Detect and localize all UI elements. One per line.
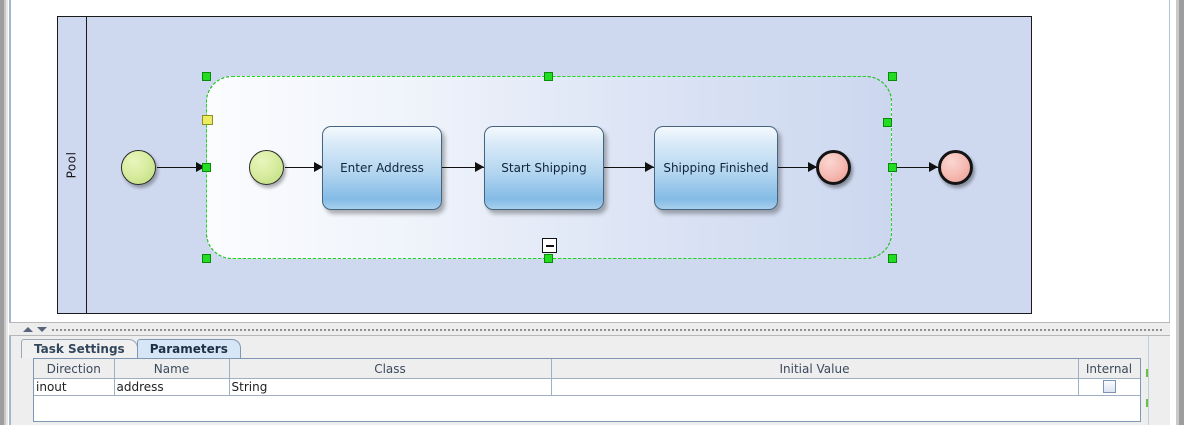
resize-handle-middle-right[interactable] <box>888 163 897 172</box>
resize-handle-top-right[interactable] <box>888 72 897 81</box>
end-event-inner[interactable] <box>816 150 851 185</box>
task-start-shipping[interactable]: Start Shipping <box>484 126 604 210</box>
internal-checkbox[interactable] <box>1102 380 1116 393</box>
table-row[interactable]: inout address String <box>34 378 1140 396</box>
arrowhead-subprocess-to-end <box>929 162 938 172</box>
cell-internal[interactable] <box>1078 378 1140 396</box>
resize-handle-middle-left[interactable] <box>202 163 211 172</box>
end-event-outer[interactable] <box>938 150 973 185</box>
connector-task1-to-task2 <box>442 167 484 169</box>
bpmn-pool-label: Pool <box>57 16 87 314</box>
parameters-table[interactable]: Direction Name Class Initial Value Inter… <box>33 358 1141 422</box>
connector-start-to-task1 <box>285 167 323 169</box>
arrowhead-task1-to-task2 <box>475 162 484 172</box>
column-header-internal[interactable]: Internal <box>1078 359 1140 379</box>
tab-parameters[interactable]: Parameters <box>136 339 241 358</box>
task-shipping-finished[interactable]: Shipping Finished <box>654 126 778 210</box>
arrowhead-start-to-subprocess <box>196 162 205 172</box>
resize-handle-top-center[interactable] <box>544 72 553 81</box>
task-start-shipping-label: Start Shipping <box>501 161 587 175</box>
column-header-name[interactable]: Name <box>114 359 230 379</box>
column-header-direction[interactable]: Direction <box>34 359 115 379</box>
diagram-canvas[interactable]: Pool Enter Address Start Shipping <box>9 0 1170 322</box>
resize-handle-bottom-left[interactable] <box>202 254 211 263</box>
start-event-outer[interactable] <box>121 150 156 185</box>
connector-task3-to-end <box>778 167 817 169</box>
column-header-initial-value[interactable]: Initial Value <box>551 359 1079 379</box>
cell-class[interactable]: String <box>229 378 552 396</box>
window-left-border-outer <box>0 0 4 425</box>
properties-panel-right-edge <box>1148 336 1170 425</box>
column-header-class[interactable]: Class <box>229 359 552 379</box>
task-shipping-finished-label: Shipping Finished <box>663 161 769 175</box>
splitter-grip[interactable] <box>51 328 1164 331</box>
window-right-border-inner <box>1176 0 1179 425</box>
cell-direction[interactable]: inout <box>34 378 115 396</box>
tab-parameters-label: Parameters <box>149 342 228 356</box>
tab-task-settings[interactable]: Task Settings <box>21 339 138 358</box>
table-header-row: Direction Name Class Initial Value Inter… <box>34 359 1140 379</box>
resize-handle-bottom-center[interactable] <box>544 254 553 263</box>
resize-handle-top-left[interactable] <box>202 72 211 81</box>
cell-initial-value[interactable] <box>551 378 1079 396</box>
resize-handle-bottom-right[interactable] <box>888 254 897 263</box>
properties-panel: Task Settings Parameters Direction Name … <box>9 336 1170 425</box>
diagram-canvas-viewport[interactable]: Pool Enter Address Start Shipping <box>11 0 1169 322</box>
connector-task2-to-task3 <box>604 167 654 169</box>
arrowhead-task2-to-task3 <box>645 162 654 172</box>
subprocess-collapse-minus-icon[interactable] <box>542 238 557 253</box>
subprocess-special-handle[interactable] <box>202 115 213 125</box>
properties-tabstrip: Task Settings Parameters <box>21 339 241 358</box>
cell-name[interactable]: address <box>114 378 230 396</box>
connector-start-to-subprocess <box>157 167 205 169</box>
arrowhead-start-to-task1 <box>314 162 323 172</box>
arrowhead-task3-to-end <box>808 162 817 172</box>
tab-task-settings-label: Task Settings <box>34 342 125 356</box>
window-left-border-inner <box>6 0 8 425</box>
triangle-up-icon[interactable] <box>23 327 33 332</box>
task-enter-address[interactable]: Enter Address <box>322 126 442 210</box>
resize-handle-upper-right[interactable] <box>883 118 892 127</box>
start-event-inner[interactable] <box>249 150 284 185</box>
pool-label-text: Pool <box>64 151 79 179</box>
connector-subprocess-to-end <box>895 167 938 169</box>
window-right-border-outer <box>1179 0 1184 425</box>
panel-splitter[interactable] <box>9 322 1170 336</box>
window-left-border-mid <box>4 0 6 425</box>
triangle-down-icon[interactable] <box>37 327 47 332</box>
task-enter-address-label: Enter Address <box>340 161 424 175</box>
